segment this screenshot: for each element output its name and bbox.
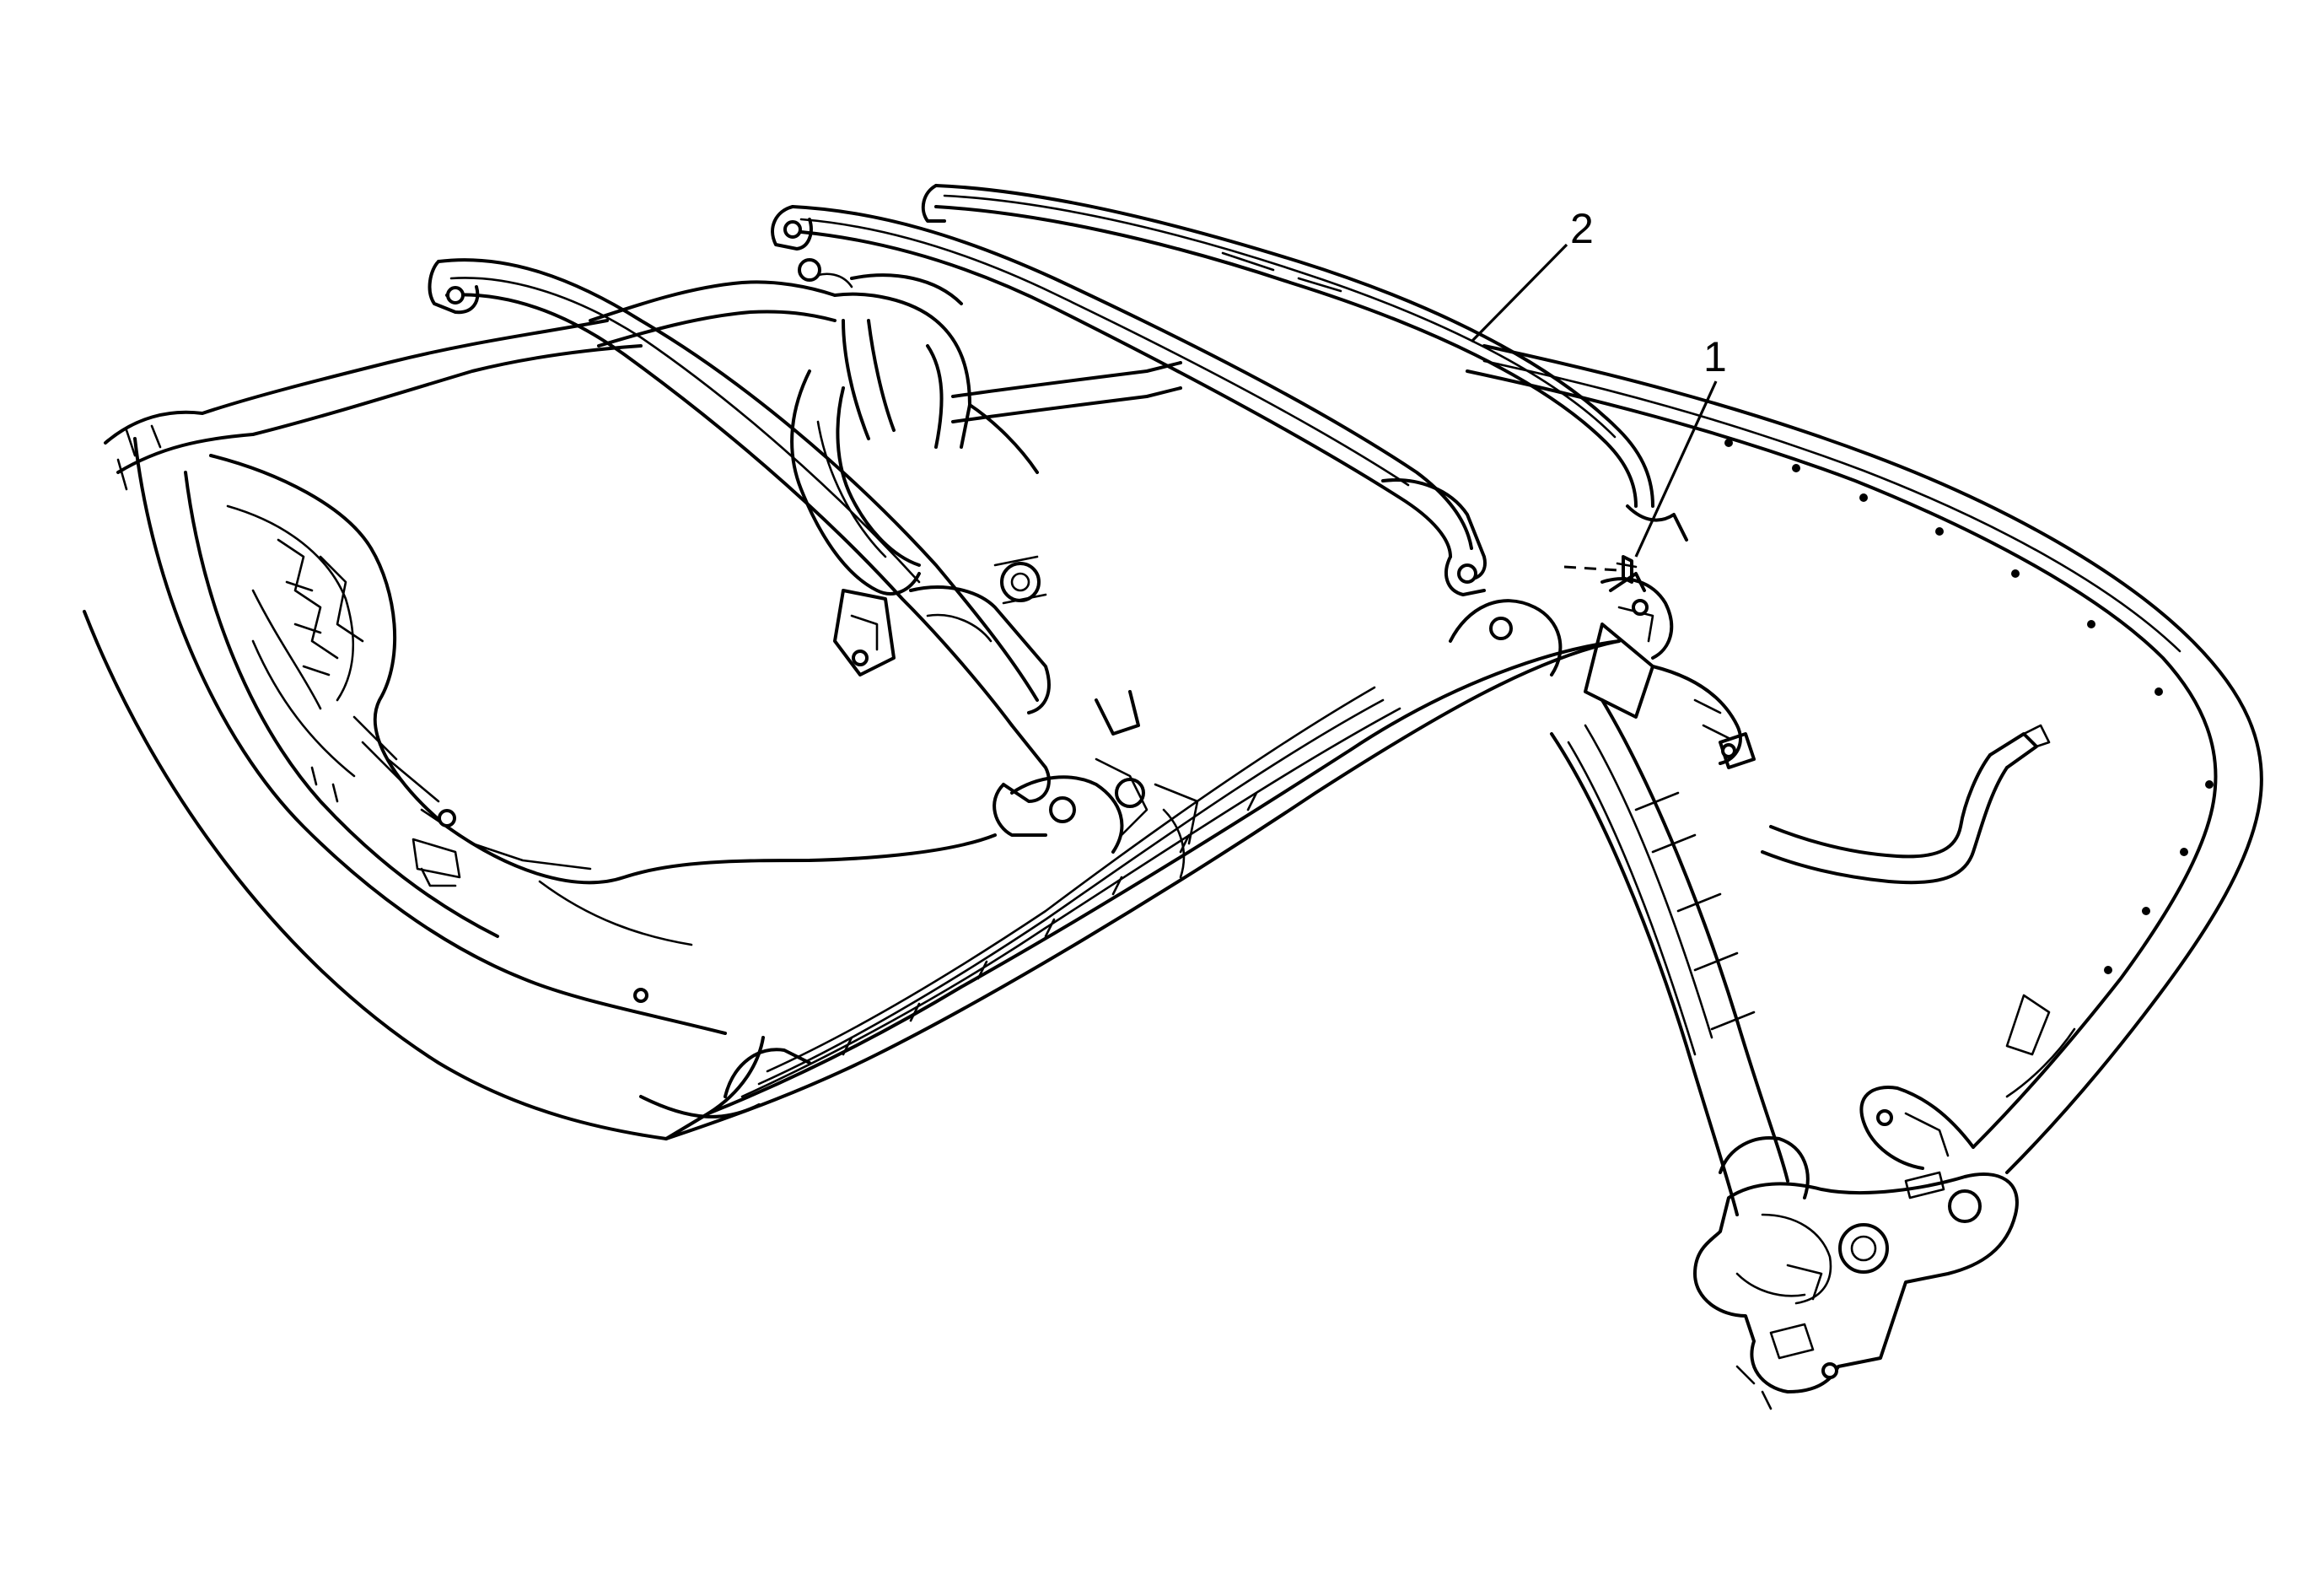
callout-1: 1: [1634, 333, 1727, 558]
rear-hinge-bracket: [1693, 1171, 2019, 1410]
rear-bow-bracket: [1449, 555, 1756, 769]
callout-2-label: 2: [1570, 205, 1594, 252]
item-1-dashed-locator: [1563, 565, 1618, 572]
callout-1-leader: [1634, 380, 1718, 558]
windshield-header-frame: [83, 319, 997, 1140]
roof-bow-rear: [921, 184, 1688, 542]
side-rail-beam: [664, 623, 1654, 1140]
side-link-arm: [1550, 698, 1810, 1216]
callout-2: 2: [1470, 205, 1594, 343]
center-mechanism: [790, 369, 1199, 879]
rear-cable: [1761, 724, 2051, 885]
rear-window-frame: [1466, 344, 2263, 1174]
callout-2-leader: [1470, 243, 1568, 343]
roof-bow-middle: [771, 205, 1487, 596]
rear-crossbar: [589, 258, 1182, 474]
callout-1-label: 1: [1703, 333, 1727, 380]
roof-bow-front: [428, 258, 1051, 837]
